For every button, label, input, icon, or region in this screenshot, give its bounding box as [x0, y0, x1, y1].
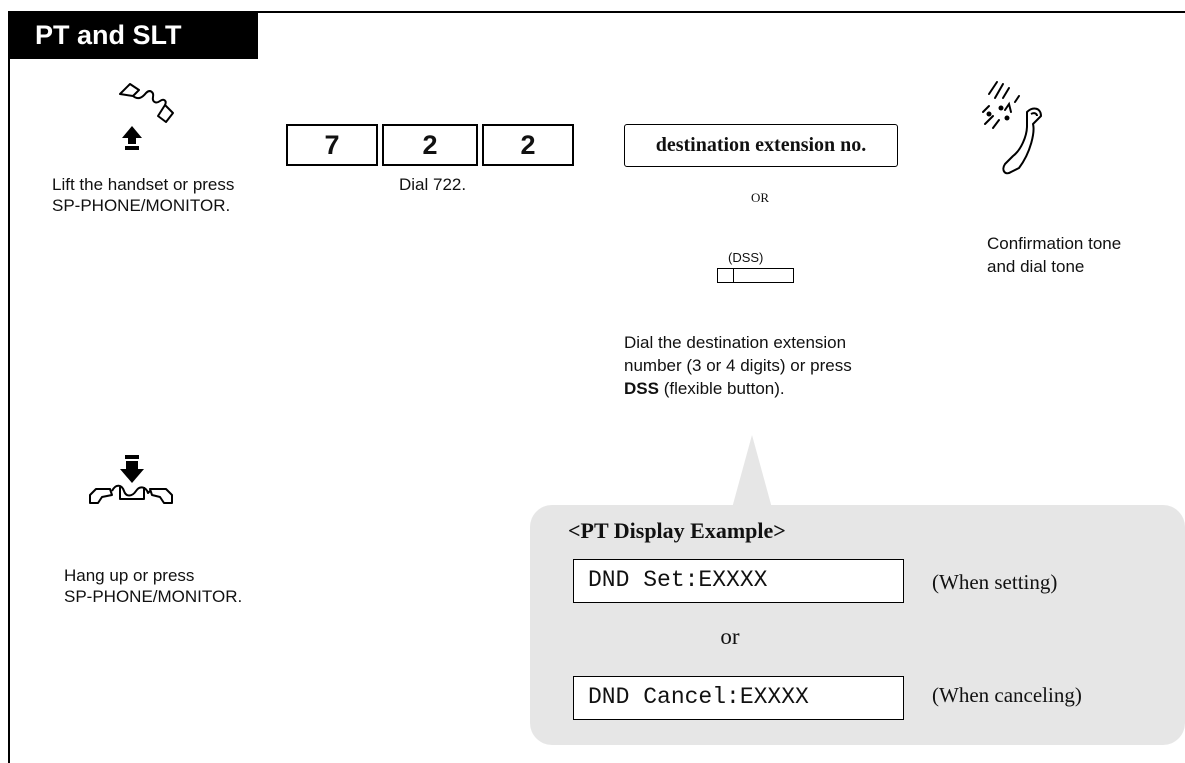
- dial-caption: Dial 722.: [399, 175, 467, 194]
- hangup-caption-line2: SP-PHONE/MONITOR.: [64, 587, 243, 606]
- hangup-arrow: [120, 461, 144, 483]
- destination-or-label: OR: [750, 190, 770, 205]
- hangup-caption-line1: Hang up or press: [64, 566, 195, 585]
- lcd-set-display: DND Set:EXXXX: [573, 559, 904, 603]
- lift-caption-line2: SP-PHONE/MONITOR.: [52, 196, 231, 215]
- lcd-cancel-display: DND Cancel:EXXXX: [573, 676, 904, 720]
- cancel-note: (When canceling): [932, 683, 1082, 707]
- set-note: (When setting): [932, 570, 1058, 594]
- destination-desc-line1: Dial the destination extension: [624, 333, 847, 352]
- dial-key-1: 7: [286, 124, 378, 166]
- destination-desc-line3: DSS (flexible button).: [624, 378, 785, 399]
- display-example-title: <PT Display Example>: [568, 518, 786, 543]
- handset-hangup-icon: [89, 455, 173, 504]
- lift-caption-line1: Lift the handset or press: [52, 175, 235, 194]
- dial-key-3: 2: [482, 124, 574, 166]
- display-or-label: or: [720, 624, 740, 649]
- dss-button-icon-segment: [717, 268, 734, 283]
- handset-lift-icon: [119, 83, 174, 150]
- dss-label: (DSS): [728, 250, 764, 265]
- confirm-caption-line2: and dial tone: [987, 257, 1085, 276]
- section-frame-left: [8, 11, 10, 763]
- confirm-caption-line1: Confirmation tone: [987, 234, 1122, 253]
- destination-desc-rest: (flexible button).: [658, 379, 785, 398]
- section-frame-top: [8, 11, 1185, 13]
- destination-desc-line2: number (3 or 4 digits) or press: [624, 356, 852, 375]
- tone-handset-icon: [982, 81, 1042, 175]
- dss-bold-label: DSS: [624, 379, 659, 398]
- section-title: PT and SLT: [8, 11, 258, 59]
- destination-extension-box: destination extension no.: [624, 124, 898, 167]
- lift-arrow: [122, 126, 142, 144]
- dial-key-2: 2: [382, 124, 478, 166]
